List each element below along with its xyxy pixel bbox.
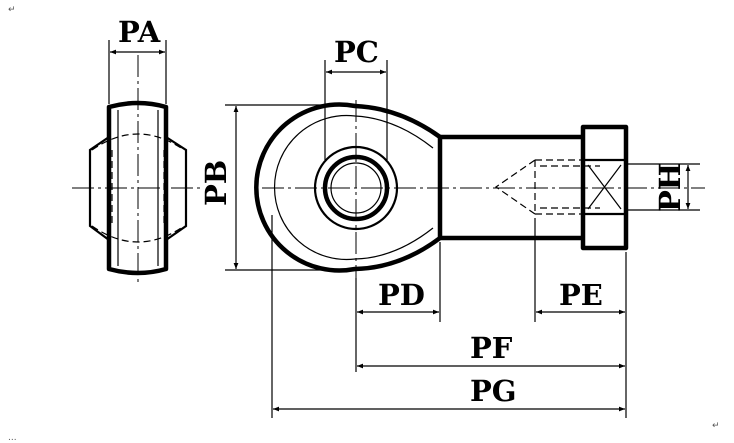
dimension-pd: PD [355, 242, 441, 372]
label-pg: PG [470, 374, 517, 408]
label-pa: PA [118, 15, 161, 49]
dimension-pb: PB [199, 104, 352, 271]
label-ph: PH [653, 163, 687, 212]
paragraph-mark-top-left: ↵ [8, 5, 16, 15]
dimension-ph: PH [628, 163, 700, 212]
side-view-housing-outline [106, 100, 169, 276]
dimension-pa: PA [108, 15, 167, 104]
label-pc: PC [334, 35, 379, 69]
label-pd: PD [378, 278, 425, 312]
rod-end-eye-outline [254, 102, 442, 273]
label-pe: PE [559, 278, 603, 312]
dimension-pe: PE [534, 218, 627, 418]
front-view [254, 100, 705, 278]
drill-point-hidden [494, 159, 536, 215]
side-view [72, 55, 204, 283]
label-pf: PF [470, 331, 513, 365]
paragraph-mark-bottom-right: ↵ [712, 421, 720, 431]
dimension-pf: PF [357, 331, 625, 369]
dimension-pg: PG [271, 215, 625, 418]
label-pb: PB [199, 160, 233, 206]
dimension-pc: PC [324, 35, 388, 160]
hex-nut-cross-marking [587, 164, 622, 210]
paragraph-mark-bottom-left: ... [8, 433, 17, 443]
